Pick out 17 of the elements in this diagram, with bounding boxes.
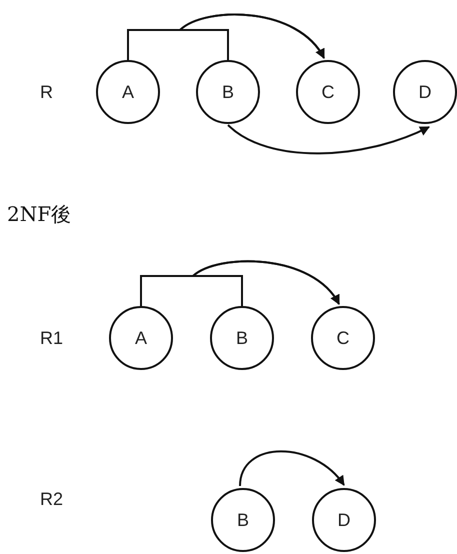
attribute-circle: A: [96, 60, 160, 124]
arrow: [192, 260, 340, 306]
table-name: R1: [40, 329, 64, 347]
section-heading: 2NF後: [7, 204, 72, 224]
attribute-circle: B: [210, 306, 274, 370]
arrow: [227, 124, 430, 154]
arrow: [179, 14, 325, 60]
attribute-circle: B: [211, 488, 275, 552]
attribute-circle: A: [109, 306, 173, 370]
arrow: [239, 450, 345, 486]
attribute-circle: C: [296, 60, 360, 124]
attribute-circle: D: [393, 60, 457, 124]
attribute-circle: D: [312, 488, 376, 552]
attribute-circle: C: [311, 306, 375, 370]
table-name: R: [40, 83, 53, 101]
attribute-circle: B: [196, 60, 260, 124]
table-name: R2: [40, 490, 64, 508]
